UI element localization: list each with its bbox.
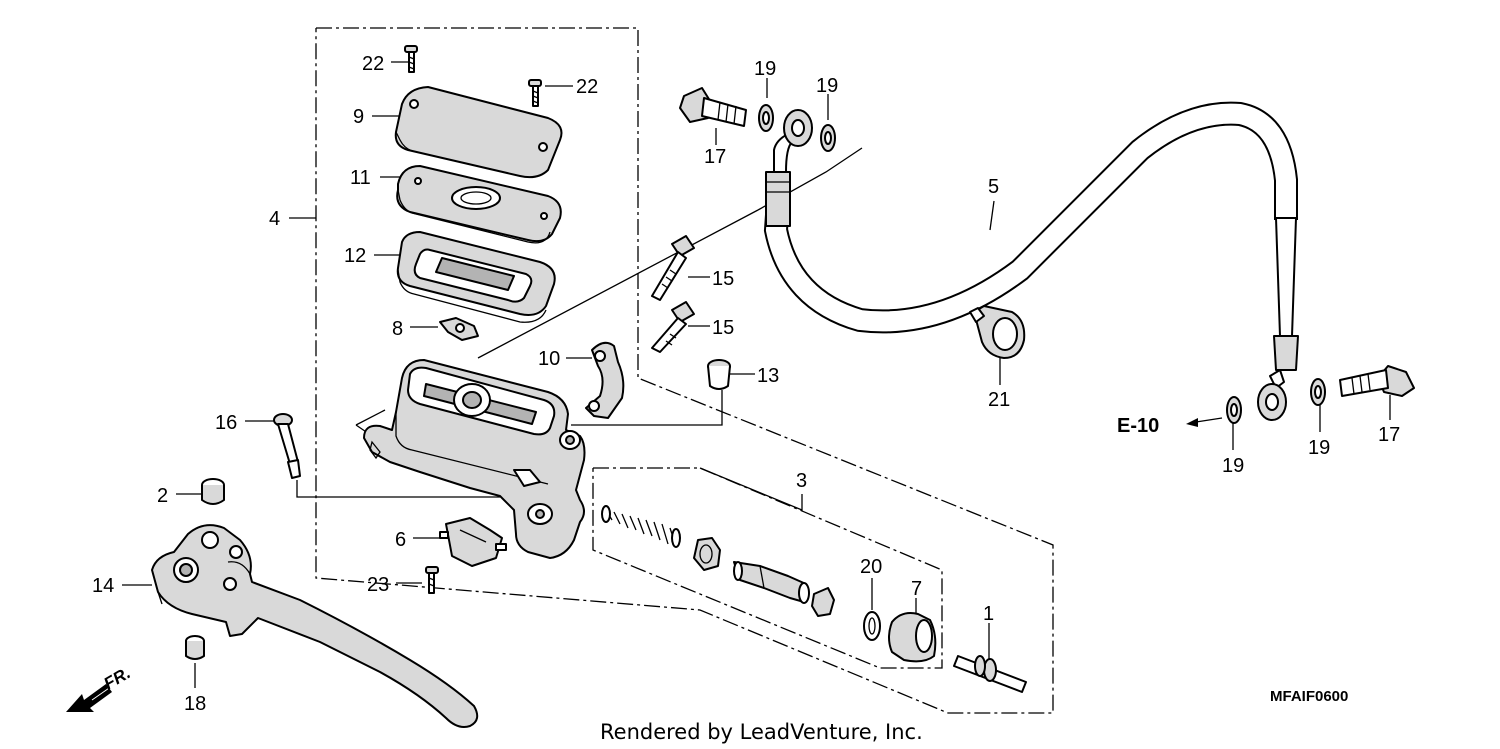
callout-16: 16 [215,412,237,434]
switch-6 [439,517,507,567]
piston-cup-3 [693,537,721,571]
diagram-code: MFAIF0600 [1270,688,1348,705]
callout-11: 11 [350,167,371,189]
callout-14: 14 [92,575,114,597]
callout-18: 18 [184,693,206,715]
banjo-fitting-lower [1257,383,1287,421]
clip-8 [439,317,479,341]
assembly-3-outline [592,467,943,669]
callout-19b: 19 [816,75,838,97]
callout-6: 6 [395,529,406,551]
callout-4: 4 [269,208,280,230]
bolt-15-lower [651,301,695,353]
callout-15a: 15 [712,268,734,290]
reservoir-cap-9 [394,86,563,179]
cap-13 [707,359,731,390]
callout-8: 8 [392,318,403,340]
callout-10: 10 [538,348,560,370]
front-direction-arrow: FR. [66,663,134,712]
callout-19d: 19 [1308,437,1330,459]
credit-line: Rendered by LeadVenture, Inc. [600,720,923,744]
callout-22b: 22 [576,76,598,98]
banjo-fitting-upper [783,109,813,147]
reference-label: E-10 [1117,415,1159,437]
assembly-4-outline [315,27,1054,714]
screw-23 [425,566,439,594]
callout-1: 1 [983,603,994,625]
callout-3: 3 [796,470,807,492]
callout-20: 20 [860,556,882,578]
clutch-hose-5 [763,101,1299,389]
banjo-bolt-17-upper [679,87,747,127]
callout-9: 9 [353,106,364,128]
callout-7: 7 [911,578,922,600]
washer-19-d [1310,378,1326,406]
reference-arrow [1186,417,1223,427]
cap-2 [201,478,225,505]
banjo-bolt-17-lower [1339,365,1415,397]
callout-13: 13 [757,365,779,387]
circlip-20 [863,611,881,641]
diaphragm-12 [396,231,556,323]
seal-3 [811,587,835,617]
screw-22-top-right [528,79,542,107]
callout-21: 21 [988,389,1010,411]
reservoir-plate-11 [396,165,562,244]
hose-guide-21 [969,305,1026,359]
nut-18 [185,635,205,660]
callout-5: 5 [988,176,999,198]
callout-19c: 19 [1222,455,1244,477]
washer-19-a [758,104,774,132]
clamp-10 [585,341,625,419]
callout-numbers: 1 2 3 4 5 6 7 8 9 10 11 12 13 14 15 15 1… [92,53,1400,715]
callout-12: 12 [344,245,366,267]
spring-3 [601,505,681,548]
boot-7 [888,612,937,663]
leader-lines [122,61,1391,688]
callout-15b: 15 [712,317,734,339]
callout-22a: 22 [362,53,384,75]
piston-3 [733,561,810,604]
master-cylinder-body [363,359,586,559]
clutch-lever-14 [151,524,479,728]
callout-17b: 17 [1378,424,1400,446]
screw-22-top-left [404,45,418,73]
callout-23: 23 [367,574,389,596]
callout-17a: 17 [704,146,726,168]
callout-2: 2 [157,485,168,507]
washer-19-c [1226,396,1242,424]
washer-19-b [820,124,836,152]
push-rod-1 [953,655,1027,693]
pivot-bolt-16 [273,413,301,479]
callout-19a: 19 [754,58,776,80]
bolt-15-upper [651,235,695,301]
